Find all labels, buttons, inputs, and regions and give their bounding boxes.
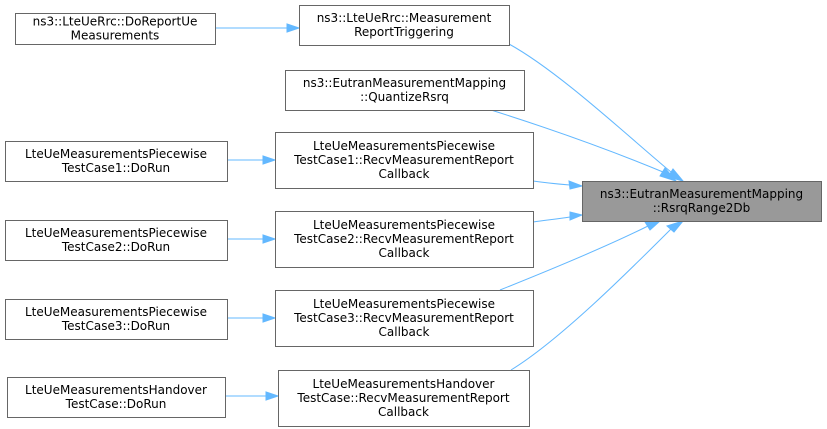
node-eutran-quantize-rsrq[interactable]: ns3::EutranMeasurementMapping::QuantizeR… (285, 70, 525, 111)
node-label-line: LteUeMeasurementsPiecewise (313, 139, 495, 153)
edge-arrowhead (568, 180, 584, 190)
edge-lteuerrc-measurement-report-triggering-to-eutran-rsrqrange2db (508, 43, 685, 182)
edge-lteuerrc-doreportue-measurements-to-lteuerrc-measurement-report-triggering (215, 23, 301, 33)
node-box[interactable] (285, 70, 525, 111)
node-label-line: TestCase2::DoRun (61, 240, 170, 254)
node-box[interactable] (275, 132, 534, 189)
node-box[interactable] (5, 141, 228, 182)
node-label-line: TestCase::DoRun (65, 397, 167, 411)
edge-layer (215, 23, 685, 401)
edge-line (532, 180, 571, 186)
node-box[interactable] (278, 370, 530, 427)
edge-arrowhead (659, 167, 678, 182)
edge-arrowhead (262, 155, 277, 165)
node-label-line: TestCase3::RecvMeasurementReport (293, 311, 514, 325)
edge-handover-testcase-dorun-to-handover-testcase-recv-callback (225, 391, 280, 401)
edge-handover-testcase-recv-callback-to-eutran-rsrqrange2db (510, 220, 685, 371)
edge-arrowhead (262, 313, 277, 323)
node-label-line: ns3::EutranMeasurementMapping (600, 187, 803, 201)
edge-arrowhead (286, 23, 301, 33)
node-piecewise-testcase3-recv-callback[interactable]: LteUeMeasurementsPiecewiseTestCase3::Rec… (275, 290, 534, 347)
edge-piecewise-testcase1-dorun-to-piecewise-testcase1-recv-callback (227, 155, 277, 165)
node-label-line: TestCase3::DoRun (61, 319, 170, 333)
node-label-line: ::RsrqRange2Db (653, 201, 751, 215)
node-lteuerrc-measurement-report-triggering[interactable]: ns3::LteUeRrc::MeasurementReportTriggeri… (299, 5, 510, 46)
node-label-line: LteUeMeasurementsPiecewise (25, 226, 207, 240)
node-label-line: Callback (379, 246, 430, 260)
edge-arrowhead (644, 220, 662, 231)
node-label-line: LteUeMeasurementsPiecewise (25, 305, 207, 319)
node-layer: ns3::EutranMeasurementMapping::RsrqRange… (5, 5, 822, 427)
node-box[interactable] (582, 181, 822, 222)
node-piecewise-testcase2-dorun[interactable]: LteUeMeasurementsPiecewiseTestCase2::DoR… (5, 220, 228, 261)
edge-line (499, 225, 649, 291)
node-box[interactable] (15, 13, 216, 45)
node-label-line: TestCase2::RecvMeasurementReport (293, 232, 514, 246)
node-box[interactable] (299, 5, 510, 46)
edge-arrowhead (569, 211, 584, 221)
node-label-line: TestCase1::RecvMeasurementReport (293, 153, 514, 167)
node-box[interactable] (275, 211, 534, 268)
node-label-line: Callback (379, 167, 430, 181)
node-label-line: ns3::EutranMeasurementMapping (303, 76, 506, 90)
node-box[interactable] (5, 220, 228, 261)
node-box[interactable] (5, 299, 228, 340)
node-label-line: ::QuantizeRsrq (360, 90, 449, 104)
node-piecewise-testcase3-dorun[interactable]: LteUeMeasurementsPiecewiseTestCase3::DoR… (5, 299, 228, 340)
edge-piecewise-testcase1-recv-callback-to-eutran-rsrqrange2db (532, 180, 584, 190)
edge-eutran-quantize-rsrq-to-eutran-rsrqrange2db (490, 109, 678, 182)
node-label-line: LteUeMeasurementsPiecewise (25, 147, 207, 161)
edge-arrowhead (265, 391, 280, 401)
edge-line (532, 216, 571, 223)
node-label-line: TestCase1::DoRun (61, 161, 170, 175)
node-label-line: TestCase::RecvMeasurementReport (296, 391, 509, 405)
node-piecewise-testcase1-recv-callback[interactable]: LteUeMeasurementsPiecewiseTestCase1::Rec… (275, 132, 534, 189)
edge-line (510, 228, 672, 371)
node-label-line: LteUeMeasurementsPiecewise (313, 218, 495, 232)
node-label-line: Measurements (71, 29, 160, 43)
node-handover-testcase-recv-callback[interactable]: LteUeMeasurementsHandoverTestCase::RecvM… (278, 370, 530, 427)
edge-line (490, 109, 664, 173)
node-piecewise-testcase1-dorun[interactable]: LteUeMeasurementsPiecewiseTestCase1::DoR… (5, 141, 228, 182)
node-label-line: ns3::LteUeRrc::Measurement (317, 11, 492, 25)
node-box[interactable] (7, 377, 226, 418)
edge-piecewise-testcase3-dorun-to-piecewise-testcase3-recv-callback (227, 313, 277, 323)
node-label-line: LteUeMeasurementsPiecewise (313, 297, 495, 311)
edge-piecewise-testcase2-recv-callback-to-eutran-rsrqrange2db (532, 211, 584, 223)
edge-line (508, 43, 672, 173)
edge-arrowhead (665, 220, 685, 233)
edge-arrowhead (262, 234, 277, 244)
node-eutran-rsrqrange2db[interactable]: ns3::EutranMeasurementMapping::RsrqRange… (582, 181, 822, 222)
node-label-line: ReportTriggering (354, 25, 454, 39)
node-label-line: Callback (379, 325, 430, 339)
node-label-line: LteUeMeasurementsHandover (313, 377, 495, 391)
node-label-line: LteUeMeasurementsHandover (25, 383, 207, 397)
node-piecewise-testcase2-recv-callback[interactable]: LteUeMeasurementsPiecewiseTestCase2::Rec… (275, 211, 534, 268)
node-label-line: ns3::LteUeRrc::DoReportUe (33, 15, 198, 29)
node-box[interactable] (275, 290, 534, 347)
edge-piecewise-testcase2-dorun-to-piecewise-testcase2-recv-callback (227, 234, 277, 244)
node-label-line: Callback (378, 405, 429, 419)
